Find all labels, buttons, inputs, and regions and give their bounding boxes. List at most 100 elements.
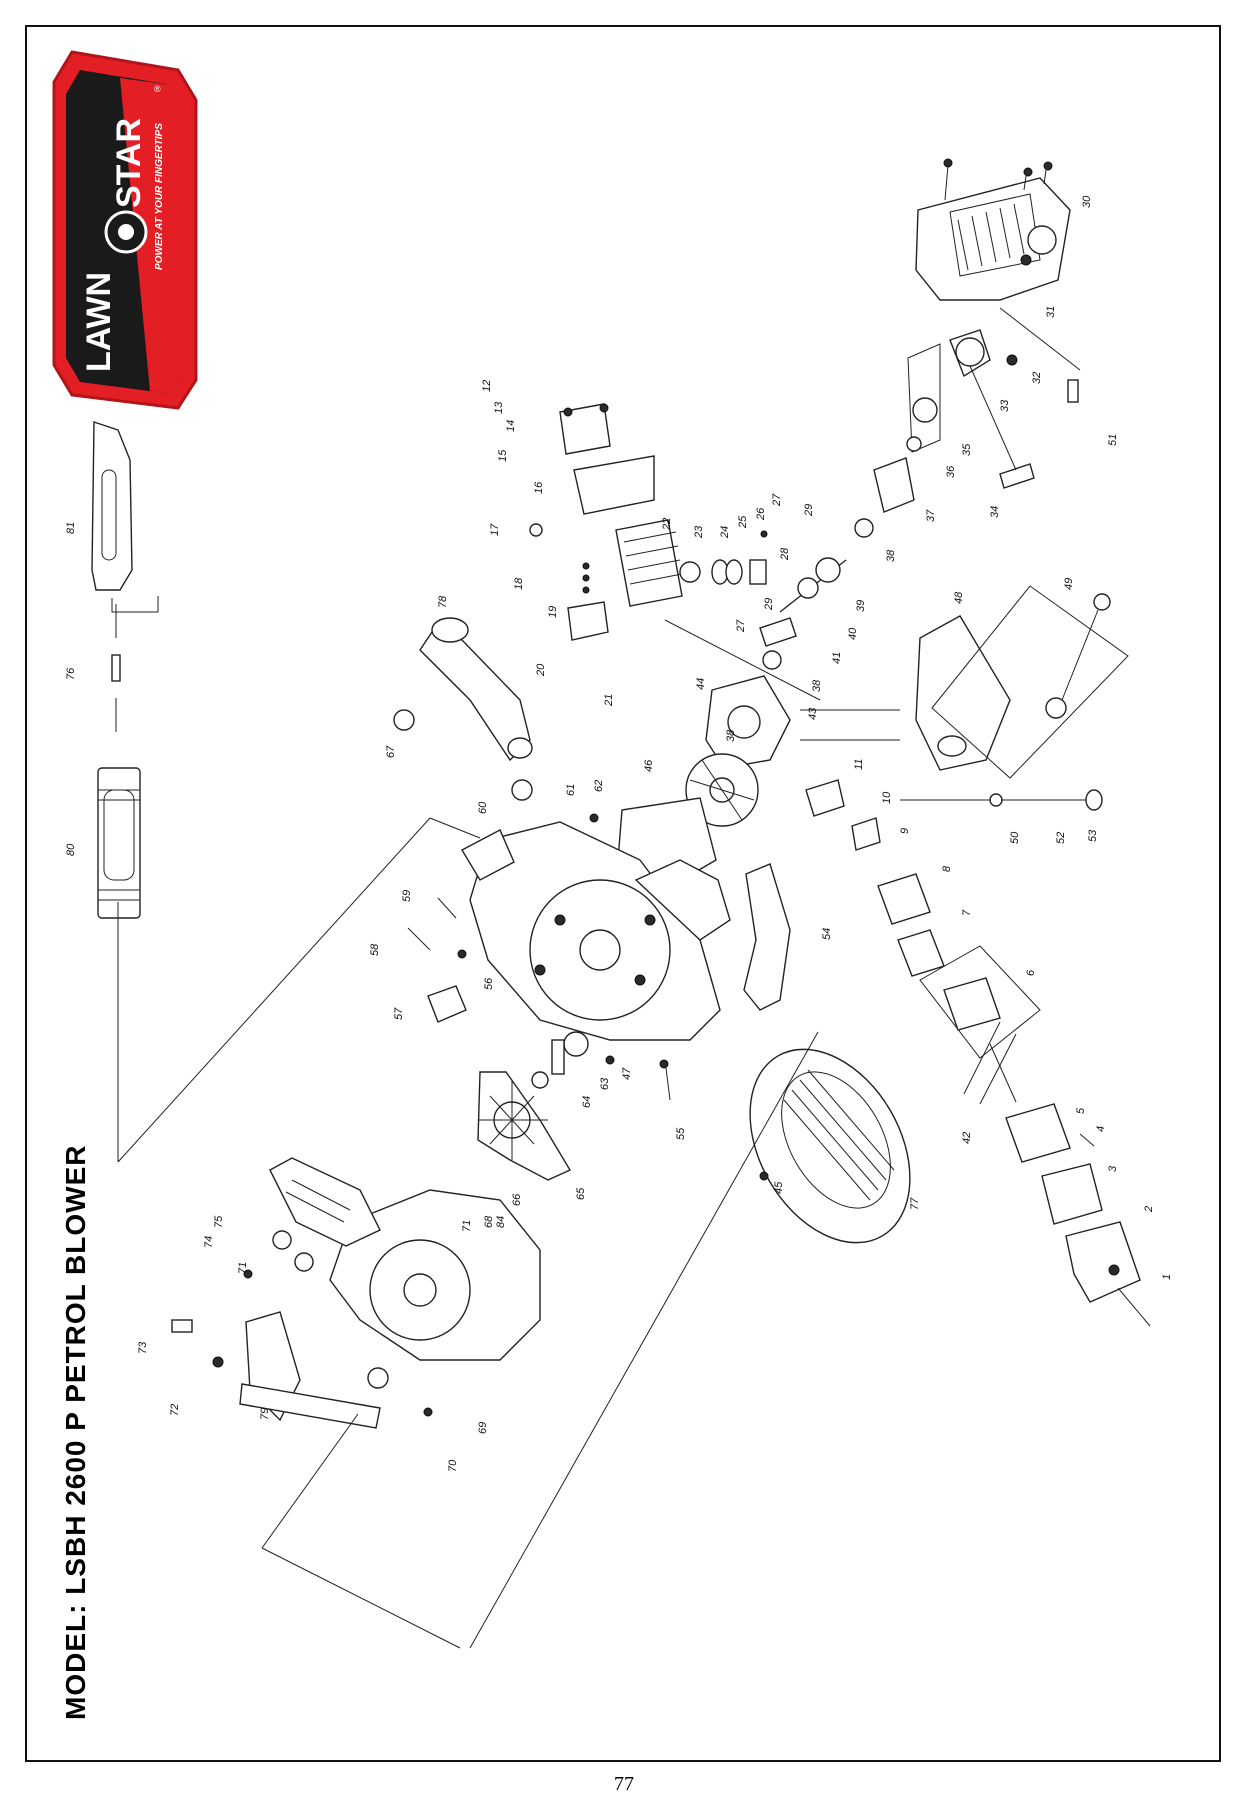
callout-55: 55 (675, 1127, 687, 1140)
callout-29-lower: 29 (763, 598, 775, 611)
logo-trademark: ® (154, 84, 161, 94)
callout-49: 49 (1063, 578, 1075, 590)
callout-71-upper: 71 (237, 1262, 249, 1274)
impeller-group (477, 1039, 671, 1181)
callout-18: 18 (513, 577, 525, 590)
crankshaft-group (759, 557, 847, 647)
page-title: MODEL: LSBH 2600 P PETROL BLOWER (60, 1144, 91, 1720)
callout-32: 32 (1031, 372, 1043, 384)
callout-62: 62 (593, 780, 605, 792)
callout-28: 28 (779, 547, 791, 561)
callout-15: 15 (497, 449, 509, 462)
callout-9: 9 (899, 828, 911, 834)
callout-29-upper: 29 (803, 504, 815, 517)
callout-81: 81 (65, 522, 77, 534)
callout-84: 84 (495, 1216, 507, 1228)
callout-19: 19 (547, 606, 559, 618)
callout-1: 1 (1161, 1274, 1173, 1280)
callout-4: 4 (1095, 1126, 1107, 1132)
callout-8: 8 (941, 865, 953, 872)
tube-handle-group (393, 617, 791, 1011)
callout-33: 33 (999, 399, 1011, 412)
callout-78: 78 (437, 595, 449, 608)
callout-68: 68 (483, 1215, 495, 1228)
callout-34: 34 (989, 506, 1001, 518)
callout-79: 79 (259, 1408, 271, 1420)
callout-5: 5 (1075, 1107, 1087, 1114)
callout-76: 76 (65, 667, 77, 680)
callout-45: 45 (773, 1181, 785, 1194)
callout-71-lower: 71 (461, 1220, 473, 1232)
callout-27-lower: 27 (735, 619, 747, 633)
callout-48: 48 (953, 591, 965, 604)
callout-22: 22 (661, 518, 673, 531)
callout-7: 7 (961, 909, 973, 916)
callout-64: 64 (581, 1096, 593, 1108)
throttle-parts-group (407, 897, 467, 1023)
exhaust-parts-group (854, 307, 1081, 538)
logo-word-star: STAR (110, 118, 148, 208)
logo-word-lawn: LAWN (80, 272, 118, 372)
callout-13: 13 (493, 401, 505, 414)
callout-30: 30 (1081, 195, 1093, 208)
callout-54: 54 (821, 928, 833, 940)
callout-67: 67 (385, 745, 397, 758)
callout-23: 23 (693, 525, 705, 539)
callout-50: 50 (1009, 831, 1021, 844)
callout-43: 43 (807, 707, 819, 720)
callout-73: 73 (137, 1341, 149, 1354)
callout-21: 21 (603, 694, 615, 707)
callout-63: 63 (599, 1077, 611, 1090)
callout-66: 66 (511, 1193, 523, 1206)
callout-3: 3 (1107, 1165, 1119, 1172)
callout-11: 11 (853, 759, 865, 770)
logo-tagline: POWER AT YOUR FINGERTIPS (154, 123, 165, 270)
callout-59: 59 (401, 890, 413, 902)
callout-56: 56 (483, 977, 495, 990)
callout-57: 57 (393, 1007, 405, 1020)
callout-31: 31 (1045, 306, 1057, 318)
callout-35: 35 (961, 443, 973, 456)
callout-60: 60 (477, 801, 489, 814)
page-border (25, 25, 1221, 1762)
callout-40: 40 (847, 627, 859, 640)
callout-65: 65 (575, 1187, 587, 1200)
air-filter-group (963, 1021, 1151, 1327)
callout-61: 61 (565, 784, 577, 796)
callout-52: 52 (1055, 832, 1067, 844)
callout-26: 26 (755, 507, 767, 521)
callout-37: 37 (925, 509, 937, 522)
callout-77: 77 (909, 1197, 921, 1210)
callout-2: 2 (1143, 1206, 1155, 1213)
recoil-starter-group (469, 1031, 911, 1649)
callout-27-upper: 27 (771, 493, 783, 507)
callout-44: 44 (695, 678, 707, 690)
callout-20: 20 (535, 663, 547, 677)
nozzle-tube-group (91, 421, 431, 1163)
callout-14: 14 (505, 420, 517, 432)
muffler-cover-group (915, 158, 1071, 301)
callout-38-right: 38 (885, 549, 897, 562)
page-number: 77 (614, 1773, 634, 1795)
callout-39: 39 (855, 600, 867, 612)
callout-46: 46 (643, 759, 655, 772)
callout-51: 51 (1107, 434, 1119, 446)
callout-70: 70 (447, 1459, 459, 1472)
callout-42: 42 (961, 1132, 973, 1144)
callout-72: 72 (169, 1404, 181, 1416)
callout-10: 10 (881, 791, 893, 804)
callout-69: 69 (477, 1422, 489, 1434)
callout-24: 24 (719, 526, 731, 539)
callout-58: 58 (369, 943, 381, 956)
callout-38-middle: 38 (811, 679, 823, 692)
callout-17: 17 (489, 523, 501, 536)
callout-74: 74 (203, 1236, 215, 1248)
callout-38-left: 38 (725, 729, 737, 742)
callout-12: 12 (481, 380, 493, 392)
callout-6: 6 (1025, 969, 1037, 976)
callout-75: 75 (213, 1215, 225, 1228)
callout-80: 80 (65, 843, 77, 856)
callout-labels: 1 2 3 4 5 6 7 8 9 10 11 12 13 14 15 16 1… (65, 195, 1173, 1472)
callout-25: 25 (737, 515, 749, 529)
